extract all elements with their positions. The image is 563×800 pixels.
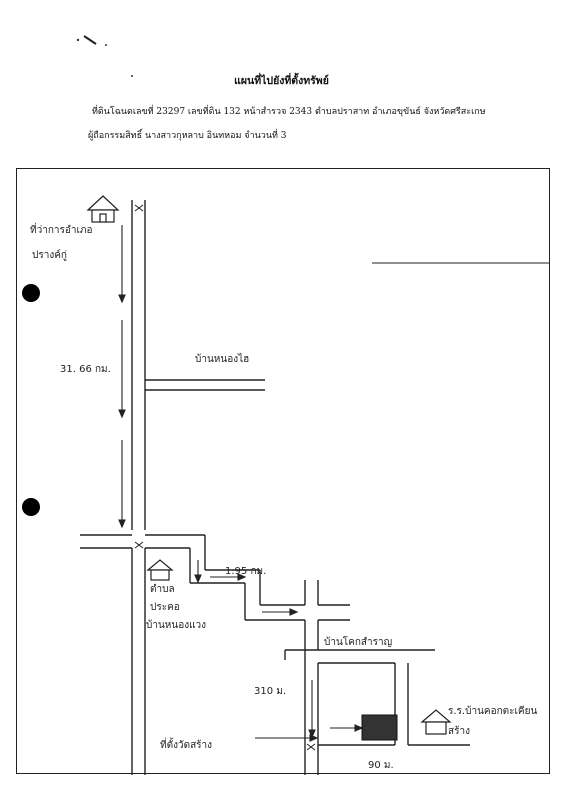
label-sub-district-2: ประคอ xyxy=(150,602,180,613)
junction-marks xyxy=(134,204,316,751)
label-village-1: บ้านหนองไฮ xyxy=(195,353,249,365)
label-temple: ที่ตั้งวัดสร้าง xyxy=(160,737,212,751)
label-sub-district: ตำบล xyxy=(150,584,175,595)
label-distance-3: 310 ม. xyxy=(254,686,286,697)
label-distance-2: 1.95 กม. xyxy=(225,566,266,577)
punch-hole-bottom xyxy=(22,498,40,516)
label-distance-1: 31. 66 กม. xyxy=(60,364,111,375)
document-title: แผนที่ไปยังที่ตั้งทรัพย์ xyxy=(234,75,329,87)
house-icon-subdistrict xyxy=(146,559,174,581)
map-frame xyxy=(16,168,550,774)
target-parcel xyxy=(361,714,398,741)
label-distance-4: 90 ม. xyxy=(368,760,394,771)
label-school-2: สร้าง xyxy=(448,725,470,737)
house-icon-school xyxy=(420,709,452,735)
deed-line: ที่ดินโฉนดเลขที่ 23297 เลขที่ดิน 132 หน้… xyxy=(92,107,486,117)
label-district-office: ที่ว่าการอำเภอ xyxy=(30,222,93,236)
label-district-office-2: ปรางค์กู่ xyxy=(32,249,67,261)
label-school-1: ร.ร.บ้านคอกตะเคียน xyxy=(448,705,537,717)
owner-line: ผู้ถือกรรมสิทธิ์ นางสาวกุหลาบ อินทหอม จำ… xyxy=(88,131,287,141)
label-village-2: บ้านหนองแวง xyxy=(146,619,206,631)
punch-hole-top xyxy=(22,284,40,302)
house-icon-district-office xyxy=(86,195,120,223)
label-village-3: บ้านโคกสำราญ xyxy=(324,635,392,648)
